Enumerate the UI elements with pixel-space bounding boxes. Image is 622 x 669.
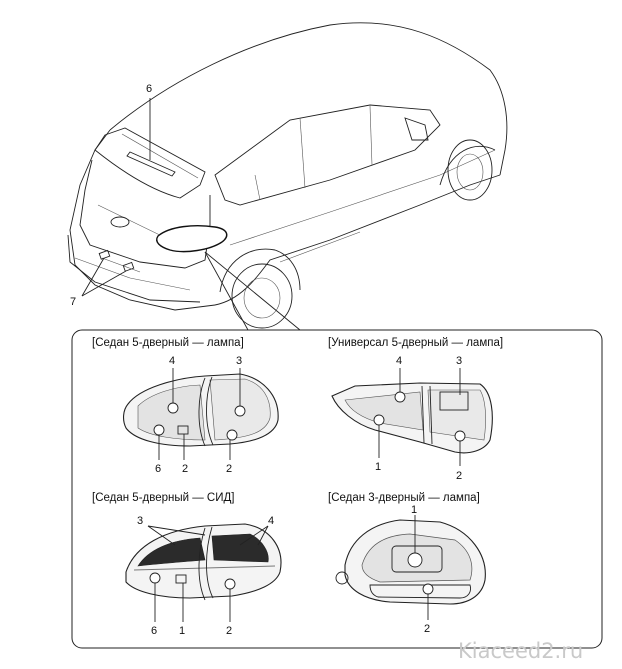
label-1: 1 — [411, 504, 417, 516]
label-2: 2 — [226, 625, 232, 637]
label-2: 2 — [424, 623, 430, 635]
panel-sedan3-bulb: [Седан 3-дверный — лампа] 1 2 — [328, 492, 486, 635]
panel-sedan5-bulb: [Седан 5-дверный — лампа] 4 3 6 2 2 — [92, 337, 279, 475]
panel-wagon5-bulb: [Универсал 5-дверный — лампа] 4 3 1 2 — [328, 337, 503, 482]
label-3: 3 — [137, 515, 143, 527]
label-4: 4 — [396, 355, 402, 367]
detail-frame — [71, 329, 603, 649]
panel-sedan5-led: [Седан 5-дверный — СИД] 3 4 6 1 2 — [92, 492, 282, 637]
label-2b: 2 — [226, 463, 232, 475]
label-3: 3 — [236, 355, 242, 367]
watermark: Kiaceed2.ru — [458, 639, 583, 663]
car-illustration — [67, 22, 508, 329]
label-3: 3 — [456, 355, 462, 367]
label-4: 4 — [268, 515, 274, 527]
label-6: 6 — [155, 463, 161, 475]
callout-hmsl: 6 — [146, 83, 152, 95]
label-1: 1 — [179, 625, 185, 637]
label-2: 2 — [456, 470, 462, 482]
label-4: 4 — [169, 355, 175, 367]
panel-title: [Универсал 5-дверный — лампа] — [328, 337, 503, 349]
label-6: 6 — [151, 625, 157, 637]
callout-license-lamp: 7 — [70, 296, 76, 308]
panel-title: [Седан 3-дверный — лампа] — [328, 492, 480, 504]
label-2a: 2 — [182, 463, 188, 475]
panel-title: [Седан 5-дверный — СИД] — [92, 492, 235, 504]
label-1: 1 — [375, 461, 381, 473]
panel-title: [Седан 5-дверный — лампа] — [92, 337, 244, 349]
